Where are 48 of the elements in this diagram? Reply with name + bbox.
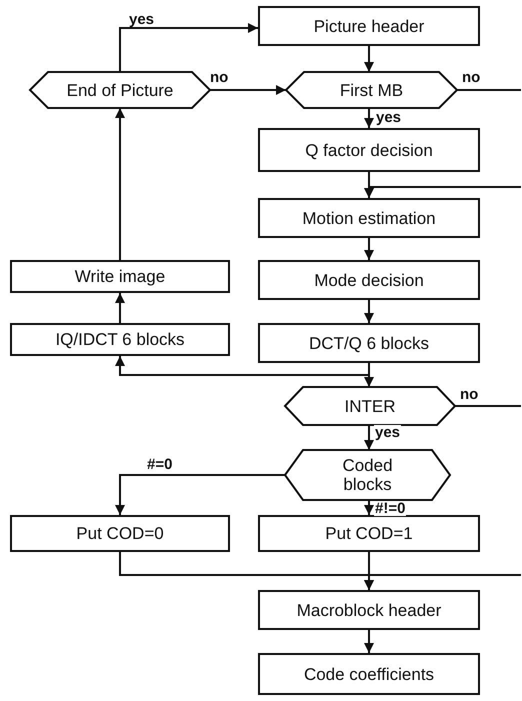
node-label: First MB — [340, 80, 404, 100]
arrow — [115, 293, 125, 323]
node-label: Put COD=1 — [325, 524, 413, 543]
node-label: End of Picture — [66, 80, 174, 100]
arrow — [119, 23, 258, 72]
process-box — [258, 515, 480, 552]
process-box — [10, 515, 230, 552]
arrow — [364, 172, 374, 198]
node-label: Motion estimation — [302, 208, 436, 228]
node-label: Q factor decision — [305, 140, 433, 160]
edge-label: yes — [374, 425, 402, 440]
process-box — [258, 590, 480, 630]
process-box — [258, 128, 480, 172]
process-box — [258, 653, 480, 695]
node-label: IQ/IDCT 6 blocks — [55, 330, 185, 349]
node-label: INTER — [344, 396, 396, 416]
edge-label: #!=0 — [374, 501, 406, 516]
process-box — [10, 323, 230, 356]
arrow — [364, 500, 374, 515]
arrow — [364, 108, 374, 128]
process-box — [258, 198, 480, 238]
node-label: Macroblock header — [296, 600, 442, 620]
process-box — [258, 260, 480, 300]
node-label: Write image — [74, 267, 166, 286]
arrow — [364, 630, 374, 653]
decision-hexagon — [285, 387, 455, 425]
node-label: Code coefficients — [304, 664, 434, 684]
arrow — [115, 474, 285, 515]
arrow — [364, 425, 374, 450]
arrow — [210, 85, 286, 95]
arrow — [364, 238, 374, 260]
arrow — [364, 46, 374, 72]
arrow — [115, 108, 125, 260]
node-label: DCT/Q 6 blocks — [309, 334, 429, 352]
edge-label: #=0 — [146, 457, 174, 472]
process-box — [10, 260, 230, 293]
decision-hexagon — [285, 450, 450, 500]
node-label: Put COD=0 — [76, 524, 164, 543]
decision-hexagon — [30, 72, 210, 108]
process-box — [258, 6, 480, 46]
node-label: Coded blocks — [341, 456, 394, 494]
decision-hexagon — [286, 72, 457, 108]
arrow — [364, 300, 374, 323]
arrow — [364, 574, 521, 590]
node-label: Picture header — [314, 16, 424, 36]
node-label: Mode decision — [314, 270, 424, 290]
process-box — [258, 323, 480, 363]
arrow — [115, 356, 370, 376]
